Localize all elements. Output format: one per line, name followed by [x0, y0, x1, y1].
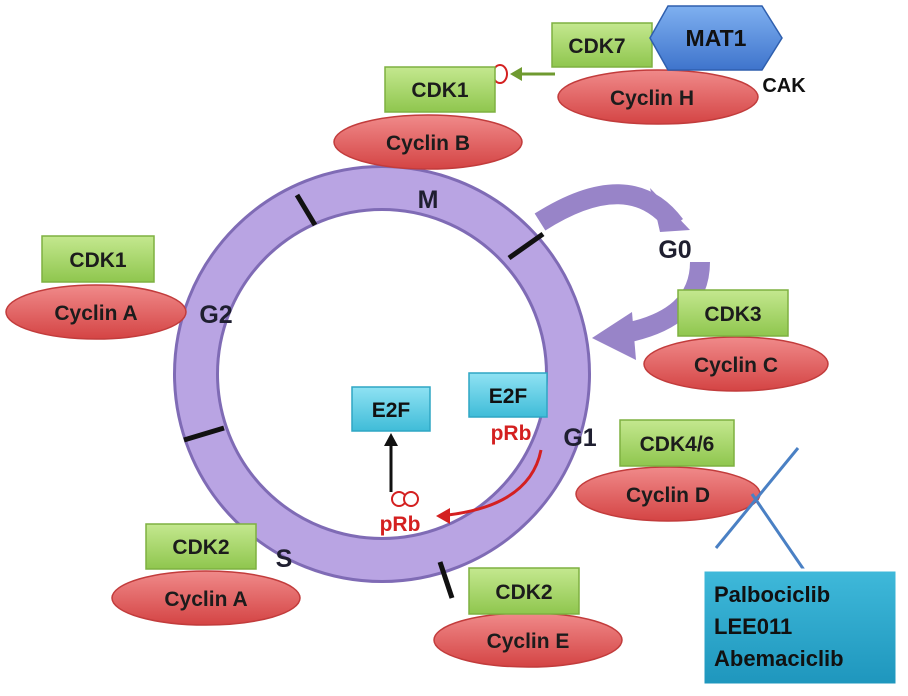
prb-bound-label: pRb [491, 422, 532, 445]
cyclin-a-left-label: Cyclin A [54, 302, 137, 325]
inhibitor-stem [750, 493, 806, 571]
cdk3-cyclin-c-complex: Cyclin C CDK3 [643, 289, 829, 392]
cdk1-left-box [41, 235, 155, 283]
cdk46-inhibitor-drugs: Palbociclib LEE011 Abemaciclib [701, 568, 899, 687]
cdk46-box [619, 419, 735, 467]
cak-label: CAK [762, 75, 806, 97]
e2f-bound-box [468, 372, 548, 418]
cdk1-left-label: CDK1 [69, 249, 126, 272]
drug-box [701, 568, 899, 687]
phase-label-g2: G2 [199, 301, 232, 329]
phase-divider-m-g1 [507, 231, 545, 261]
cdk2-cyclin-a-complex: Cyclin A CDK2 [111, 523, 301, 626]
cdk2-cyclin-e-complex: Cyclin E CDK2 [433, 567, 623, 668]
prb-phosphorylation-arrowhead [436, 508, 450, 524]
mat1-label: MAT1 [686, 25, 747, 51]
cyclin-b-ellipse [333, 114, 523, 170]
phase-label-s: S [276, 545, 293, 573]
cdk1-top-box [384, 66, 496, 113]
prb-phosphorylation-arrow [447, 449, 543, 517]
g0-exit-arrowhead [650, 188, 690, 232]
e2f-release-arrowhead [384, 433, 398, 446]
drug-palbociclib: Palbociclib [714, 582, 830, 607]
cyclin-h-ellipse [557, 69, 759, 125]
cyclin-e-label: Cyclin E [487, 630, 570, 653]
prb-phospho-label: pRb [380, 513, 421, 536]
cdk1-top-label: CDK1 [411, 79, 468, 102]
cdk7-box [551, 22, 653, 68]
phase-divider-g2-s [183, 425, 225, 443]
cdk2-lower-left-box [145, 523, 257, 570]
cell-cycle-ring-fill [176, 168, 588, 580]
cyclin-b-label: Cyclin B [386, 132, 470, 155]
e2f-free-label: E2F [372, 399, 411, 422]
cyclin-d-label: Cyclin D [626, 484, 710, 507]
drug-lee011: LEE011 [714, 614, 792, 639]
cak-complex: Cyclin H CDK7 MAT1 CAK [551, 5, 806, 125]
e2f-free-box [351, 386, 431, 432]
cdk46-cyclin-d-complex: Cyclin D CDK4/6 [575, 419, 761, 522]
cdk46-label: CDK4/6 [640, 433, 715, 456]
cdk1-cyclin-a-complex: Cyclin A CDK1 [5, 235, 187, 340]
cyclin-a-lower-ellipse [111, 570, 301, 626]
cdk3-box [677, 289, 789, 337]
cyclin-c-label: Cyclin C [694, 354, 778, 377]
e2f-bound-label: E2F [489, 385, 528, 408]
cdk7-label: CDK7 [568, 35, 625, 58]
phase-label-m: M [418, 186, 439, 214]
cdk2-bottom-label: CDK2 [495, 581, 552, 604]
phase-label-g1: G1 [563, 424, 596, 452]
mat1-hexagon [649, 5, 783, 71]
phase-divider-m-g2 [294, 193, 318, 227]
drug-abemaciclib: Abemaciclib [714, 646, 844, 671]
cdk3-label: CDK3 [704, 303, 761, 326]
cdk1-cyclin-b-complex: Cyclin B CDK1 [333, 66, 523, 170]
cyclin-h-label: Cyclin H [610, 87, 694, 110]
cdk2-bottom-box [468, 567, 580, 615]
g0-return-arrowhead [592, 312, 636, 360]
phase-label-g0: G0 [658, 236, 691, 264]
inhibitor-bar [714, 447, 800, 549]
cak-activation-arrowhead [510, 67, 522, 81]
phase-divider-s-g1 [437, 561, 455, 599]
cyclin-c-ellipse [643, 336, 829, 392]
cyclin-a-lower-label: Cyclin A [164, 588, 247, 611]
cdk2-lower-left-label: CDK2 [172, 536, 229, 559]
cyclin-a-left-ellipse [5, 284, 187, 340]
phosphate-prb-icon-2 [403, 491, 419, 507]
